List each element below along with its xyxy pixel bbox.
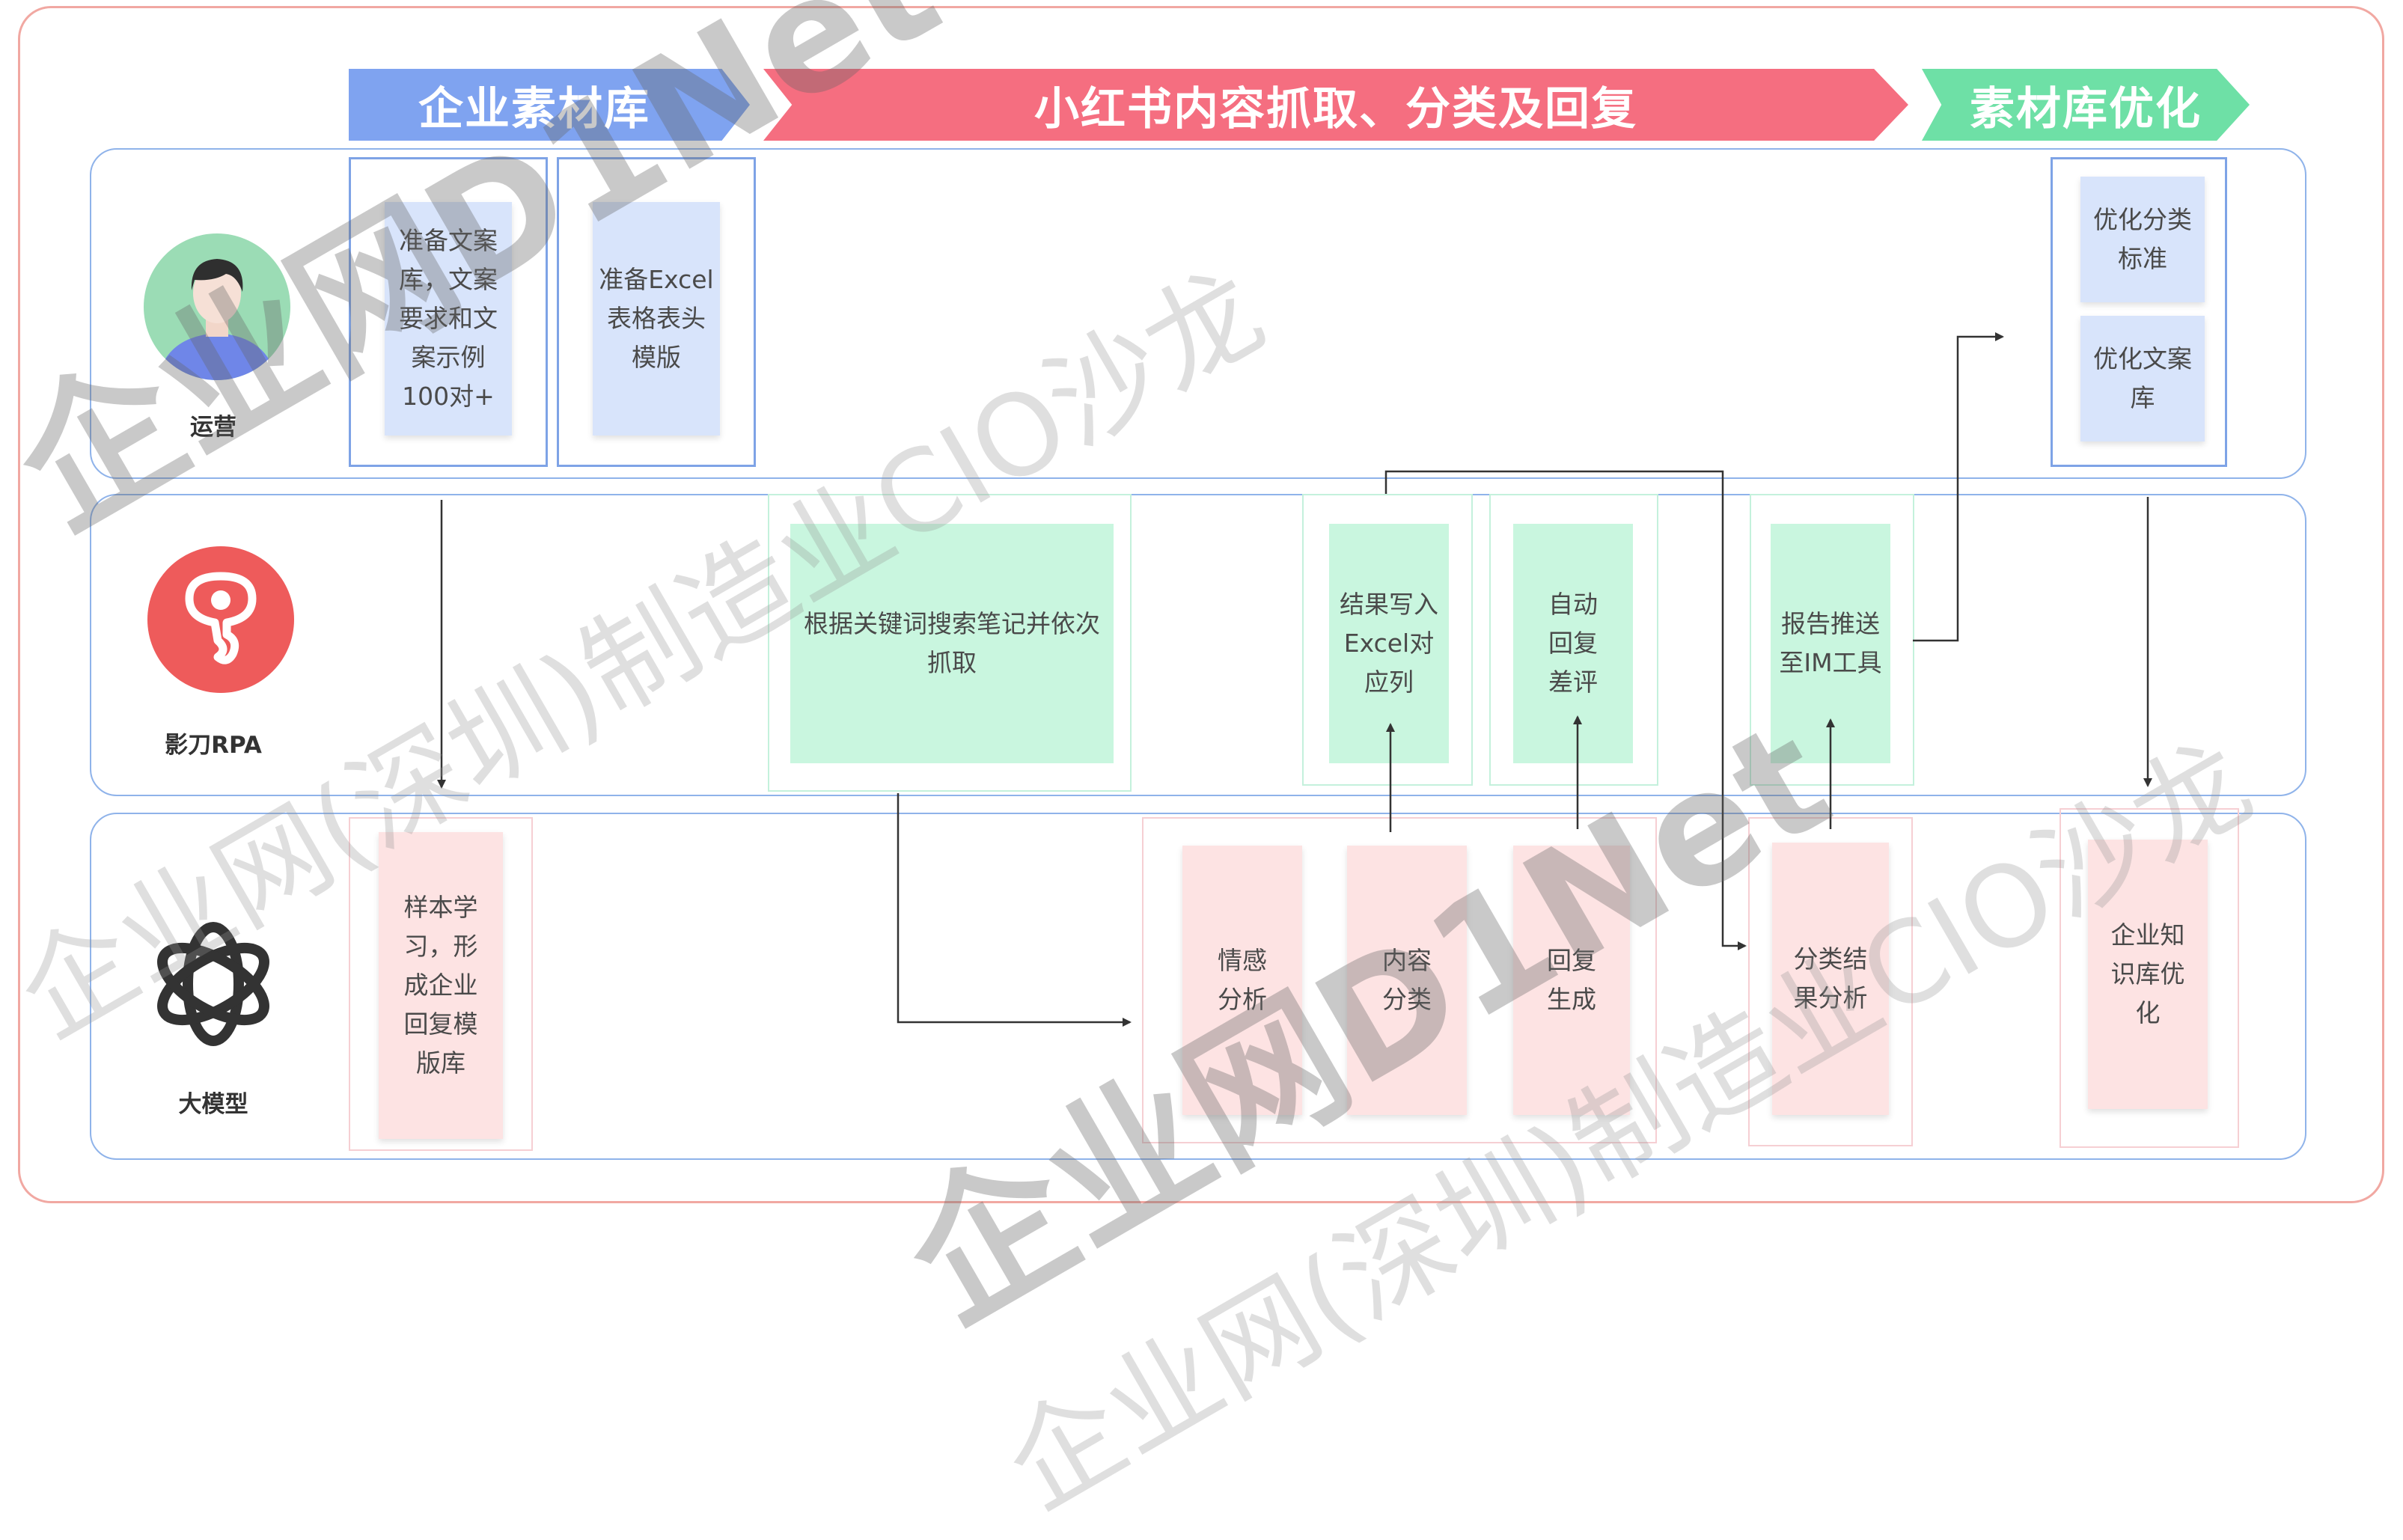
banner-capture-classify-reply: 小红书内容抓取、分类及回复: [763, 69, 1908, 141]
task-content-classify: 内容分类: [1347, 846, 1467, 1115]
task-copy-library: 准备文案库，文案要求和文案示例100对+: [385, 202, 512, 436]
group-analysis: [1142, 817, 1657, 1143]
task-kb-optimize: 企业知识库优化: [2088, 840, 2208, 1109]
arrow-report-to-optimize: [1913, 332, 2004, 642]
lane-ops: [90, 148, 2306, 479]
person-avatar-icon: [144, 233, 290, 380]
group-auto-reply: [1489, 494, 1658, 786]
role-label-llm: 大模型: [178, 1091, 248, 1118]
banner-material-library: 企业素材库: [349, 69, 750, 141]
group-search-capture: [768, 494, 1132, 792]
task-classify-analysis: 分类结果分析: [1772, 843, 1889, 1115]
task-sample-learning: 样本学习，形成企业回复模版库: [379, 832, 503, 1139]
lane-llm: [90, 813, 2306, 1160]
group-write-excel: [1302, 494, 1473, 786]
yingdao-rpa-logo-icon: [147, 546, 294, 693]
group-optimize: [2051, 157, 2227, 467]
arrow-excel-to-analysis: [1384, 470, 1747, 950]
group-excel-template: [557, 157, 756, 467]
group-kb-optimize: [2060, 808, 2239, 1148]
task-optimize-copy-library: 优化文案库: [2080, 316, 2205, 441]
role-label-ops: 运营: [190, 414, 236, 441]
task-sentiment: 情感分析: [1182, 846, 1302, 1115]
group-sample-learning: [349, 817, 533, 1151]
connector-layer: [437, 332, 2152, 1027]
task-excel-template: 准备Excel表格表头模版: [593, 202, 720, 436]
task-optimize-categories: 优化分类标准: [2080, 177, 2205, 302]
banner-library-optimize: 素材库优化: [1922, 69, 2250, 141]
task-reply-generate: 回复生成: [1513, 846, 1630, 1115]
openai-knot-icon: [157, 922, 269, 1046]
arrow-capture-to-analysis: [897, 793, 1132, 1027]
lane-rpa: [90, 494, 2306, 796]
group-copy-library: [349, 157, 548, 467]
role-label-rpa: 影刀RPA: [165, 732, 262, 759]
task-search-capture: 根据关键词搜索笔记并依次抓取: [790, 524, 1114, 763]
